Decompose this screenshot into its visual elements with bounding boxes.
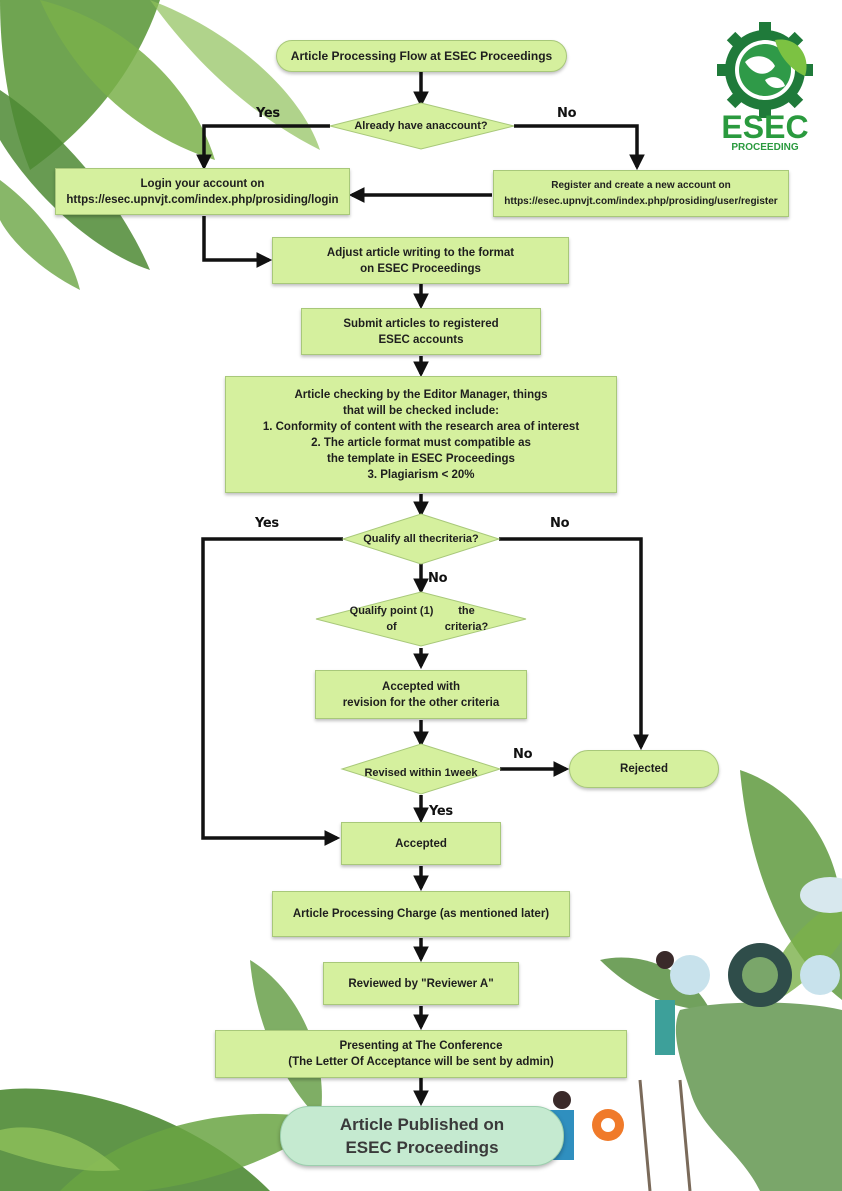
decision-account-line-1: Already have an [354, 120, 439, 132]
checking-line-5: the template in ESEC Proceedings [327, 452, 515, 465]
checking-line-4: 2. The article format must compatible as [311, 436, 531, 449]
register-line-1: Register and create a new account on [551, 179, 731, 191]
adjust-format-box: Adjust article writing to the format on … [272, 237, 569, 284]
login-box: Login your account on https://esec.upnvj… [55, 168, 350, 215]
decision-account-text: Already have an account? [350, 109, 492, 143]
accepted-revision-line-1: Accepted with [382, 680, 460, 693]
decision-point1-line-2: the criteria? [444, 605, 489, 633]
label-no-point1: No [428, 571, 448, 586]
checking-line-2: that will be checked include: [343, 404, 499, 417]
decision-revised-line-2: week [450, 767, 478, 779]
head-illustration [550, 943, 842, 1191]
checking-line-1: Article checking by the Editor Manager, … [294, 388, 548, 401]
decision-all-criteria-shape [341, 513, 501, 565]
decision-all-criteria-text: Qualify all the criteria? [361, 522, 481, 556]
decision-point1-shape [315, 591, 527, 647]
label-yes-revised: Yes [429, 804, 453, 819]
accepted-box: Accepted [341, 822, 501, 865]
decision-point1-text: Qualify point (1) of the criteria? [346, 602, 496, 636]
decision-revised-line-1: Revised within 1 [364, 767, 451, 779]
presenting-line-2: (The Letter Of Acceptance will be sent b… [288, 1056, 554, 1068]
submit-line-1: Submit articles to registered [343, 317, 499, 330]
submit-box: Submit articles to registered ESEC accou… [301, 308, 541, 355]
charge-box: Article Processing Charge (as mentioned … [272, 891, 570, 937]
published-box: Article Published on ESEC Proceedings [280, 1106, 564, 1166]
login-line-1: Login your account on [140, 177, 265, 190]
esec-logo-emblem [717, 22, 813, 118]
logo-name: ESEC [721, 109, 809, 145]
presenting-box: Presenting at The Conference (The Letter… [215, 1030, 627, 1078]
published-line-2: ESEC Proceedings [345, 1138, 499, 1157]
logo-subtitle: PROCEEDING [731, 142, 799, 153]
login-line-2: https://esec.upnvjt.com/index.php/prosid… [66, 193, 339, 206]
decision-account-line-2: account? [438, 120, 488, 132]
checking-box: Article checking by the Editor Manager, … [225, 376, 617, 493]
decision-all-line-2: criteria? [435, 533, 479, 545]
label-yes-account: Yes [256, 106, 280, 121]
adjust-line-1: Adjust article writing to the format [326, 246, 515, 259]
register-line-2: https://esec.upnvjt.com/index.php/prosid… [504, 195, 778, 207]
leaf-bottom-right [600, 770, 842, 1010]
label-no-all: No [550, 516, 570, 531]
checking-line-6: 3. Plagiarism < 20% [367, 468, 475, 481]
decision-revised-shape [340, 743, 502, 795]
rejected-box: Rejected [569, 750, 719, 788]
flow-title: Article Processing Flow at ESEC Proceedi… [276, 40, 567, 72]
accepted-revision-box: Accepted with revision for the other cri… [315, 670, 527, 719]
presenting-line-1: Presenting at The Conference [339, 1040, 503, 1052]
checking-line-3: 1. Conformity of content with the resear… [262, 420, 580, 433]
decision-all-line-1: Qualify all the [363, 533, 436, 545]
label-no-revised: No [513, 747, 533, 762]
decision-account-shape [329, 102, 515, 150]
label-no-account: No [557, 106, 577, 121]
reviewed-box: Reviewed by "Reviewer A" [323, 962, 519, 1005]
submit-line-2: ESEC accounts [378, 333, 464, 346]
register-box: Register and create a new account on htt… [493, 170, 789, 217]
adjust-line-2: on ESEC Proceedings [360, 262, 481, 275]
label-yes-all: Yes [255, 516, 279, 531]
decision-revised-text: Revised within 1 week [361, 757, 481, 789]
accepted-revision-line-2: revision for the other criteria [342, 696, 500, 709]
decision-point1-line-1: Qualify point (1) of [349, 605, 434, 633]
published-line-1: Article Published on [339, 1115, 505, 1134]
